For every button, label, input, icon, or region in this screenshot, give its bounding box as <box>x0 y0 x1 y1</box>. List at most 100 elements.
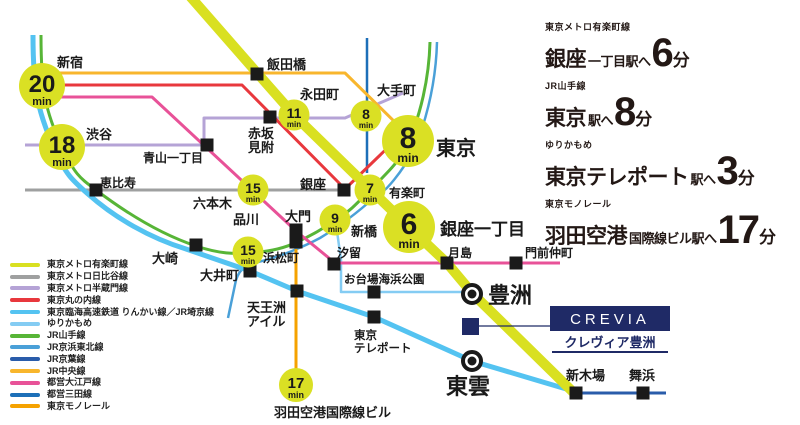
station-label-akasaka-mitsuke-bottom: 見附 <box>247 140 274 155</box>
route-unit: 分 <box>759 228 777 247</box>
legend-item-marunouchi: 東京丸の内線 <box>10 294 214 306</box>
time-badge-ginza-itchome: 6 min <box>383 201 435 253</box>
marunouchi-line <box>30 83 406 191</box>
station-label-daimon: 大門 <box>285 209 311 224</box>
crevia-logo-text: CREVIA <box>570 311 650 328</box>
badge-unit: min <box>287 120 301 129</box>
legend-label: ゆりかもめ <box>47 318 93 329</box>
line-color-swatch <box>10 321 40 326</box>
legend-label: 都営大江戸線 <box>47 377 102 388</box>
station-marker-shinonome-dot <box>467 356 477 366</box>
badge-unit: min <box>52 157 72 169</box>
route-unit: 分 <box>635 110 653 129</box>
legend-item-rinkai-saikyo: 東京臨海高速鉄道 りんかい線／JR埼京線 <box>10 306 214 318</box>
line-color-swatch <box>10 380 40 385</box>
route-suffix: 駅へ <box>588 113 614 128</box>
station-label-haneda-kokusaisen: 羽田空港国際線ビル <box>274 405 391 420</box>
route-line-name: 東京モノレール <box>545 199 612 209</box>
legend-label: 都営三田線 <box>47 389 93 400</box>
route-unit: 分 <box>672 51 690 70</box>
line-color-swatch <box>10 274 40 279</box>
crevia-callout: CREVIA クレヴィア豊洲 <box>462 306 670 353</box>
badge-value: 6 <box>401 208 418 241</box>
station-marker-ebisu <box>89 183 103 197</box>
badge-circle <box>383 201 435 253</box>
line-color-swatch <box>10 369 40 374</box>
legend-item-yamanote: JR山手線 <box>10 330 214 342</box>
route-station: 東京テレポート <box>545 166 689 189</box>
legend-label: JR京浜東北線 <box>47 341 104 352</box>
badge-unit: min <box>398 237 419 251</box>
time-badge-tokyo: 8 min <box>382 115 434 167</box>
line-color-swatch <box>10 404 40 409</box>
station-label-oimachi: 大井町 <box>200 268 239 283</box>
badge-value: 8 <box>362 106 370 122</box>
station-marker-monzen-nakacho <box>509 256 523 270</box>
station-marker-akasaka-mitsuke <box>263 110 277 124</box>
station-label-odaiba-kaihin-koen: お台場海浜公園 <box>344 272 425 286</box>
station-label-hamamatsucho: 浜松町 <box>263 250 299 265</box>
station-label-tokyo: 東京 <box>436 136 476 160</box>
badge-circle <box>354 174 386 206</box>
legend-label: 東京メトロ半蔵門線 <box>47 282 129 293</box>
route-station: 銀座 <box>545 48 587 71</box>
station-label-ebisu: 恵比寿 <box>100 175 136 190</box>
station-label-shimbashi: 新橋 <box>351 224 378 239</box>
time-badge-haneda: 17 min <box>279 368 313 402</box>
badge-circle <box>319 204 351 236</box>
station-label-ginza-itchome: 銀座一丁目 <box>440 219 525 239</box>
route-minutes: 17 <box>717 208 760 252</box>
line-color-swatch <box>10 333 40 338</box>
legend-label: 東京メトロ有楽町線 <box>47 259 129 270</box>
legend-label: JR中央線 <box>47 365 86 376</box>
station-label-shinjuku: 新宿 <box>57 55 83 70</box>
access-route-tokyo-teleport: ゆりかもめ 東京テレポート 駅へ 3 分 <box>545 138 800 193</box>
time-badge-roppongi: 15 min <box>237 174 269 206</box>
station-label-monzen-nakacho: 門前仲町 <box>525 245 573 260</box>
legend-item-chuo: JR中央線 <box>10 365 214 377</box>
line-color-swatch <box>10 357 40 362</box>
badge-circle <box>279 368 313 402</box>
station-label-tsukishima: 月島 <box>447 245 472 260</box>
route-main: 銀座 一丁目駅へ 6 分 <box>545 33 800 73</box>
legend-label: 東京丸の内線 <box>47 294 102 305</box>
station-marker-daimon <box>289 223 303 237</box>
access-route-tokyo: JR山手線 東京 駅へ 8 分 <box>545 79 800 132</box>
line-color-swatch <box>10 262 40 267</box>
route-line-name: JR山手線 <box>545 81 587 91</box>
station-marker-iidabashi <box>250 67 264 81</box>
route-main: 東京 駅へ 8 分 <box>545 92 800 132</box>
access-route-haneda: 東京モノレール 羽田空港 国際線ビル駅へ 17 分 <box>545 197 800 252</box>
line-color-swatch <box>10 310 40 315</box>
route-suffix: 国際線ビル駅へ <box>629 231 717 246</box>
route-minutes: 3 <box>716 149 739 193</box>
route-line-name: 東京メトロ有楽町線 <box>545 22 631 32</box>
station-label-otemachi: 大手町 <box>377 83 416 98</box>
route-line-name: ゆりかもめ <box>545 140 593 150</box>
station-label-tennozu-isle-bottom: アイル <box>247 314 285 329</box>
station-marker-maihama <box>636 386 650 400</box>
station-label-shiodome: 汐留 <box>337 245 361 260</box>
legend-item-monorail: 東京モノレール <box>10 401 214 413</box>
station-marker-toyosu-dot <box>467 289 477 299</box>
station-label-tokyo-teleport-top: 東京 <box>354 328 377 342</box>
time-badge-nagatacho: 11 min <box>278 99 310 131</box>
station-marker-aoyama-itchome <box>200 138 214 152</box>
station-label-osaki: 大崎 <box>152 251 178 266</box>
legend-item-keiyo: JR京葉線 <box>10 353 214 365</box>
badge-unit: min <box>363 195 377 204</box>
chuo-line <box>30 71 406 133</box>
yurikamome-line <box>334 223 466 294</box>
time-badge-shibuya: 18 min <box>39 124 85 170</box>
badge-unit: min <box>246 195 260 204</box>
access-route-ginza-itchome: 東京メトロ有楽町線 銀座 一丁目駅へ 6 分 <box>545 20 800 73</box>
station-label-toyosu: 豊洲 <box>488 283 532 308</box>
badge-value: 20 <box>29 71 56 98</box>
badge-circle <box>350 100 382 132</box>
station-label-yurakucho: 有楽町 <box>389 185 425 200</box>
station-marker-tokyo-teleport <box>367 310 381 324</box>
terminal-markers <box>461 283 483 372</box>
legend-label: 東京メトロ日比谷線 <box>47 271 129 282</box>
route-main: 東京テレポート 駅へ 3 分 <box>545 149 800 193</box>
